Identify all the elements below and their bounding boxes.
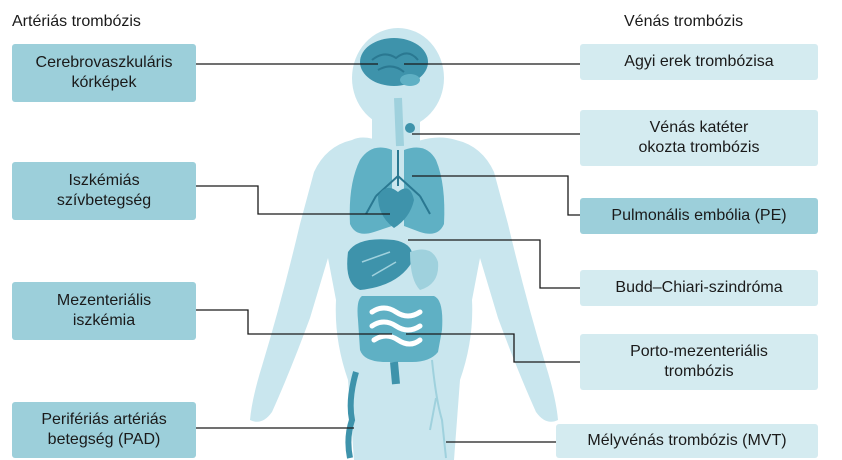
label-cerebrovascular: Cerebrovaszkuláris kórképek xyxy=(12,44,196,102)
brain-icon xyxy=(360,38,428,86)
label-budd-chiari: Budd–Chiari-szindróma xyxy=(580,270,818,306)
label-cerebral-venous-thrombosis: Agyi erek trombózisa xyxy=(580,44,818,80)
label-deep-vein-thrombosis: Mélyvénás trombózis (MVT) xyxy=(556,424,818,458)
neck-vessel xyxy=(398,98,400,146)
label-peripheral-arterial-disease: Perifériás artériás betegség (PAD) xyxy=(12,402,196,458)
label-pulmonary-embolism: Pulmonális embólia (PE) xyxy=(580,198,818,234)
label-porto-mesenteric-thrombosis: Porto-mezenteriális trombózis xyxy=(580,334,818,390)
label-catheter-thrombosis: Vénás katéter okozta trombózis xyxy=(580,110,818,166)
catheter-site xyxy=(405,123,415,133)
venous-heading: Vénás trombózis xyxy=(624,12,743,32)
label-mesenteric-ischemia: Mezenteriális iszkémia xyxy=(12,282,196,340)
arterial-heading: Artériás trombózis xyxy=(12,12,141,32)
label-ischemic-heart-disease: Iszkémiás szívbetegség xyxy=(12,162,196,220)
